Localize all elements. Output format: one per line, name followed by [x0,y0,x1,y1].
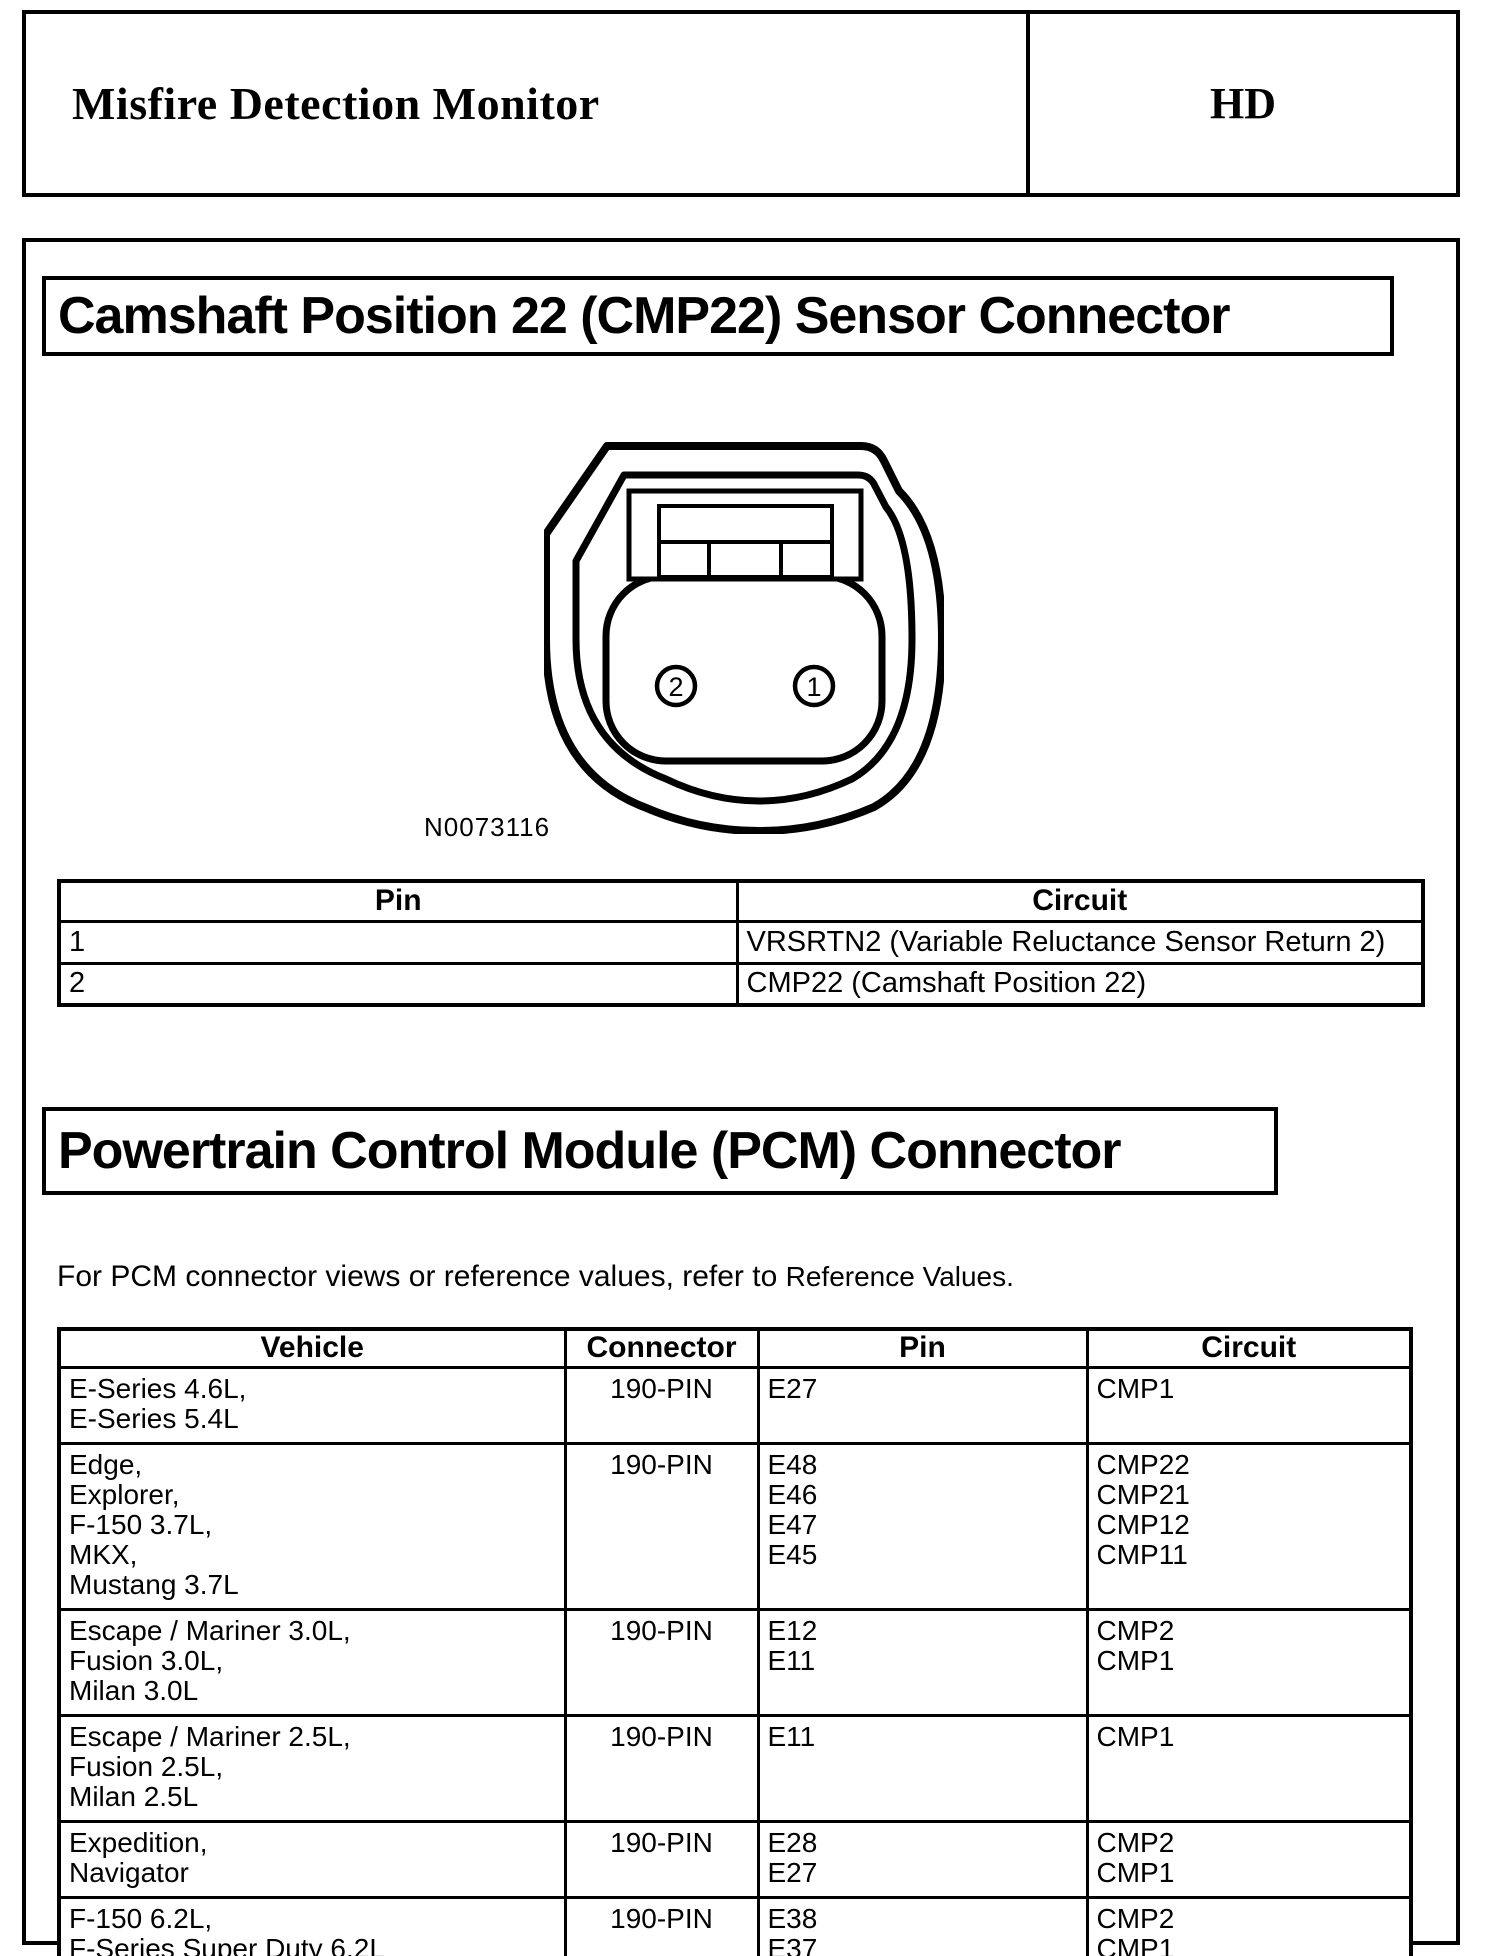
pin-cell: E11 [756,1713,1089,1823]
vehicle-cell: Escape / Mariner 2.5L, Fusion 2.5L, Mila… [57,1713,567,1823]
connector-cell: 190-PIN [563,1713,760,1823]
pin-2-number: 2 [668,672,683,702]
table-row: 2 CMP22 (Camshaft Position 22) [57,961,1425,1007]
page-title: Misfire Detection Monitor [72,78,600,129]
page-header: Misfire Detection Monitor HD [22,10,1460,197]
pin-table-header-circuit: Circuit [735,879,1425,923]
connector-drawing: 2 1 [542,442,946,835]
pin-table-header-pin: Pin [57,879,739,923]
page-header-title-cell: Misfire Detection Monitor [26,14,1030,193]
pin-1-number: 1 [806,672,821,702]
vehicle-cell: E-Series 4.6L, E-Series 5.4L [57,1365,567,1445]
connector-outer-contour [542,442,946,835]
connector-cell: 190-PIN [563,1441,760,1611]
connector-latch-tab [626,488,864,582]
vehicle-cell: Expedition, Navigator [57,1819,567,1899]
pcm-intro-line: For PCM connector views or reference val… [57,1260,1014,1294]
table-row: F-150 6.2L, F-Series Super Duty 6.2L 190… [57,1895,1413,1956]
table-row: Edge, Explorer, F-150 3.7L, MKX, Mustang… [57,1441,1413,1611]
circuit-cell: VRSRTN2 (Variable Reluctance Sensor Retu… [735,919,1425,965]
pin-cell: 1 [57,919,739,965]
circuit-cell: CMP1 [1085,1365,1413,1445]
circuit-cell: CMP2 CMP1 [1085,1895,1413,1956]
table-row: 1 VRSRTN2 (Variable Reluctance Sensor Re… [57,919,1425,965]
pcm-header-pin: Pin [756,1327,1089,1369]
circuit-cell: CMP2 CMP1 [1085,1819,1413,1899]
pcm-header-connector: Connector [563,1327,760,1369]
connector-cell: 190-PIN [563,1895,760,1956]
cmp22-section-title: Camshaft Position 22 (CMP22) Sensor Conn… [58,287,1230,345]
cmp22-pin-table: Pin Circuit 1 VRSRTN2 (Variable Reluctan… [57,879,1425,1007]
table-row: Expedition, Navigator 190-PIN E28 E27 CM… [57,1819,1413,1899]
pin-2-marker: 2 [654,664,698,708]
pin-1-circle [792,664,836,708]
pin-cell: 2 [57,961,739,1007]
vehicle-cell: F-150 6.2L, F-Series Super Duty 6.2L [57,1895,567,1956]
connector-cell: 190-PIN [563,1819,760,1899]
pin-cell: E28 E27 [756,1819,1089,1899]
pcm-header-vehicle: Vehicle [57,1327,567,1369]
pcm-intro-text: For PCM connector views or reference val… [57,1260,786,1293]
circuit-cell: CMP22 CMP21 CMP12 CMP11 [1085,1441,1413,1611]
latch-tab-window [657,504,834,544]
figure-id-label: N0073116 [424,812,551,842]
connector-cavity [602,572,886,765]
table-header-row: Vehicle Connector Pin Circuit [57,1327,1413,1369]
pcm-connector-table: Vehicle Connector Pin Circuit E-Series 4… [57,1327,1413,1956]
pin-cell: E38 E37 [756,1895,1089,1956]
connector-mid-contour [572,471,916,805]
pin-2-circle [654,664,698,708]
reference-values-link[interactable]: Reference Values. [785,1261,1014,1292]
pcm-section-title: Powertrain Control Module (PCM) Connecto… [58,1122,1122,1180]
pcm-header-circuit: Circuit [1085,1327,1413,1369]
pin-1-marker: 1 [792,664,836,708]
pin-cell: E27 [756,1365,1089,1445]
cmp22-connector-diagram: 2 1 [542,439,946,835]
pcm-section-title-box: Powertrain Control Module (PCM) Connecto… [42,1107,1278,1195]
table-row: Escape / Mariner 2.5L, Fusion 2.5L, Mila… [57,1713,1413,1823]
pin-cell: E48 E46 E47 E45 [756,1441,1089,1611]
circuit-cell: CMP22 (Camshaft Position 22) [735,961,1425,1007]
circuit-cell: CMP1 [1085,1713,1413,1823]
pcm-table-wrap: Vehicle Connector Pin Circuit E-Series 4… [57,1327,1413,1956]
vehicle-cell: Escape / Mariner 3.0L, Fusion 3.0L, Mila… [57,1607,567,1717]
pin-cell: E12 E11 [756,1607,1089,1717]
table-row: E-Series 4.6L, E-Series 5.4L 190-PIN E27… [57,1365,1413,1445]
latch-tab-strip [657,540,834,579]
content-frame: Camshaft Position 22 (CMP22) Sensor Conn… [22,238,1460,1956]
table-header-row: Pin Circuit [57,879,1425,923]
table-row: Escape / Mariner 3.0L, Fusion 3.0L, Mila… [57,1607,1413,1717]
page-header-code-cell: HD [1030,14,1456,193]
doc-code: HD [1210,79,1276,128]
circuit-cell: CMP2 CMP1 [1085,1607,1413,1717]
connector-cell: 190-PIN [563,1365,760,1445]
connector-cell: 190-PIN [563,1607,760,1717]
vehicle-cell: Edge, Explorer, F-150 3.7L, MKX, Mustang… [57,1441,567,1611]
cmp22-section-title-box: Camshaft Position 22 (CMP22) Sensor Conn… [42,276,1394,356]
